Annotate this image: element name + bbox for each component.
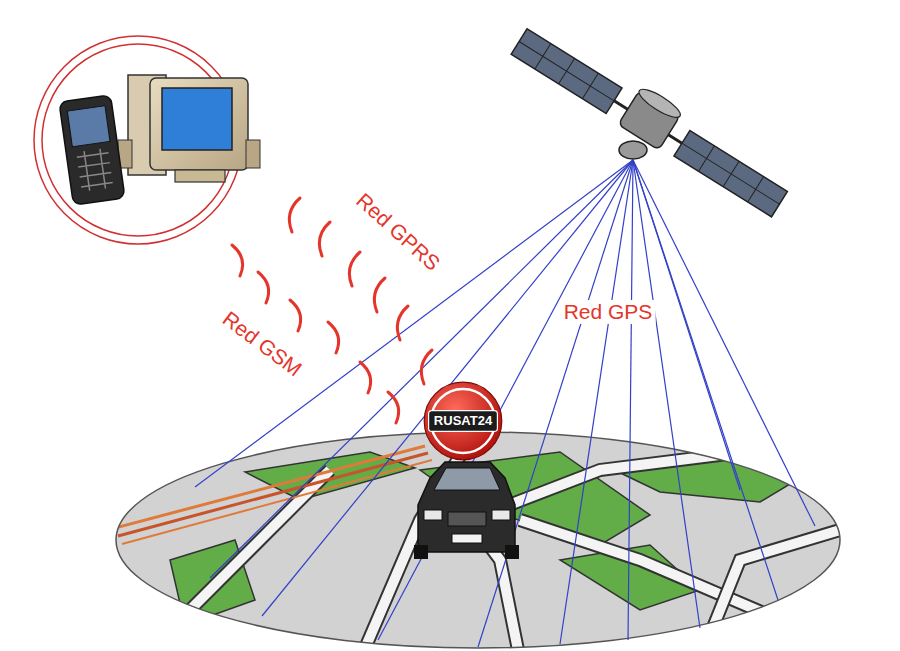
car-windshield [434,468,500,490]
station-ring [34,36,242,244]
phone-screen [67,106,110,147]
badge-band [429,411,498,432]
map-route [122,460,432,544]
map-route [118,453,428,536]
badge-ring [431,389,495,453]
gps-beams [195,160,815,647]
car-body [418,462,515,552]
car-headlight [492,510,510,520]
signal-arc [319,222,330,256]
map-road [470,440,840,651]
gps-beam [628,160,633,640]
car-grille [448,512,486,526]
monitor-screen [162,88,232,150]
signal-arc [421,350,432,384]
signal-arc [289,198,300,232]
car-headlight [424,510,442,520]
network-label: Red GSM [216,305,309,383]
map-road [150,470,330,650]
panel-grid [674,130,787,216]
car-wheel [414,545,428,559]
signal-arc [360,362,371,393]
station-ring [42,44,234,236]
signal-arc [374,278,385,312]
network-label: Red GPS [561,300,656,324]
map-road [700,530,840,651]
gps-beam [560,160,633,644]
gps-beam [633,160,700,628]
satellite-top [636,85,684,122]
car [414,462,519,559]
satellite [510,17,795,220]
signal-arc [232,245,243,276]
signal-arc [349,252,360,286]
gps-beam [633,160,740,490]
signal-arc [328,322,339,353]
solar-panel [511,29,622,114]
map-road [150,470,330,650]
panel-grid [511,29,622,114]
gps-beam [633,160,815,526]
signal-arc [397,306,408,340]
badge-disc [424,382,502,460]
gps-beam [633,160,778,600]
car-wheel [505,545,519,559]
licence-plate [452,534,482,543]
speaker [246,140,260,168]
solar-panel [674,130,787,216]
receiver-station [34,36,260,244]
phone-body [59,95,125,205]
map-road [700,530,840,651]
computer-monitor [150,78,248,170]
monitor-stand [175,170,225,182]
tracker-badge: RUSAT24 [423,381,503,461]
gps-beam [210,160,633,578]
map-road [470,440,840,651]
brand-name: RUSAT24 [434,414,492,428]
gps-beam [262,160,633,616]
mobile-phone [59,95,125,205]
signal-arc [258,272,269,303]
network-label: Red GPRS [349,186,447,277]
signal-arc [388,392,399,423]
gps-beam [478,160,633,647]
satellite-dish [619,141,647,159]
signal-arc [290,300,301,331]
phone-keys [76,148,113,192]
